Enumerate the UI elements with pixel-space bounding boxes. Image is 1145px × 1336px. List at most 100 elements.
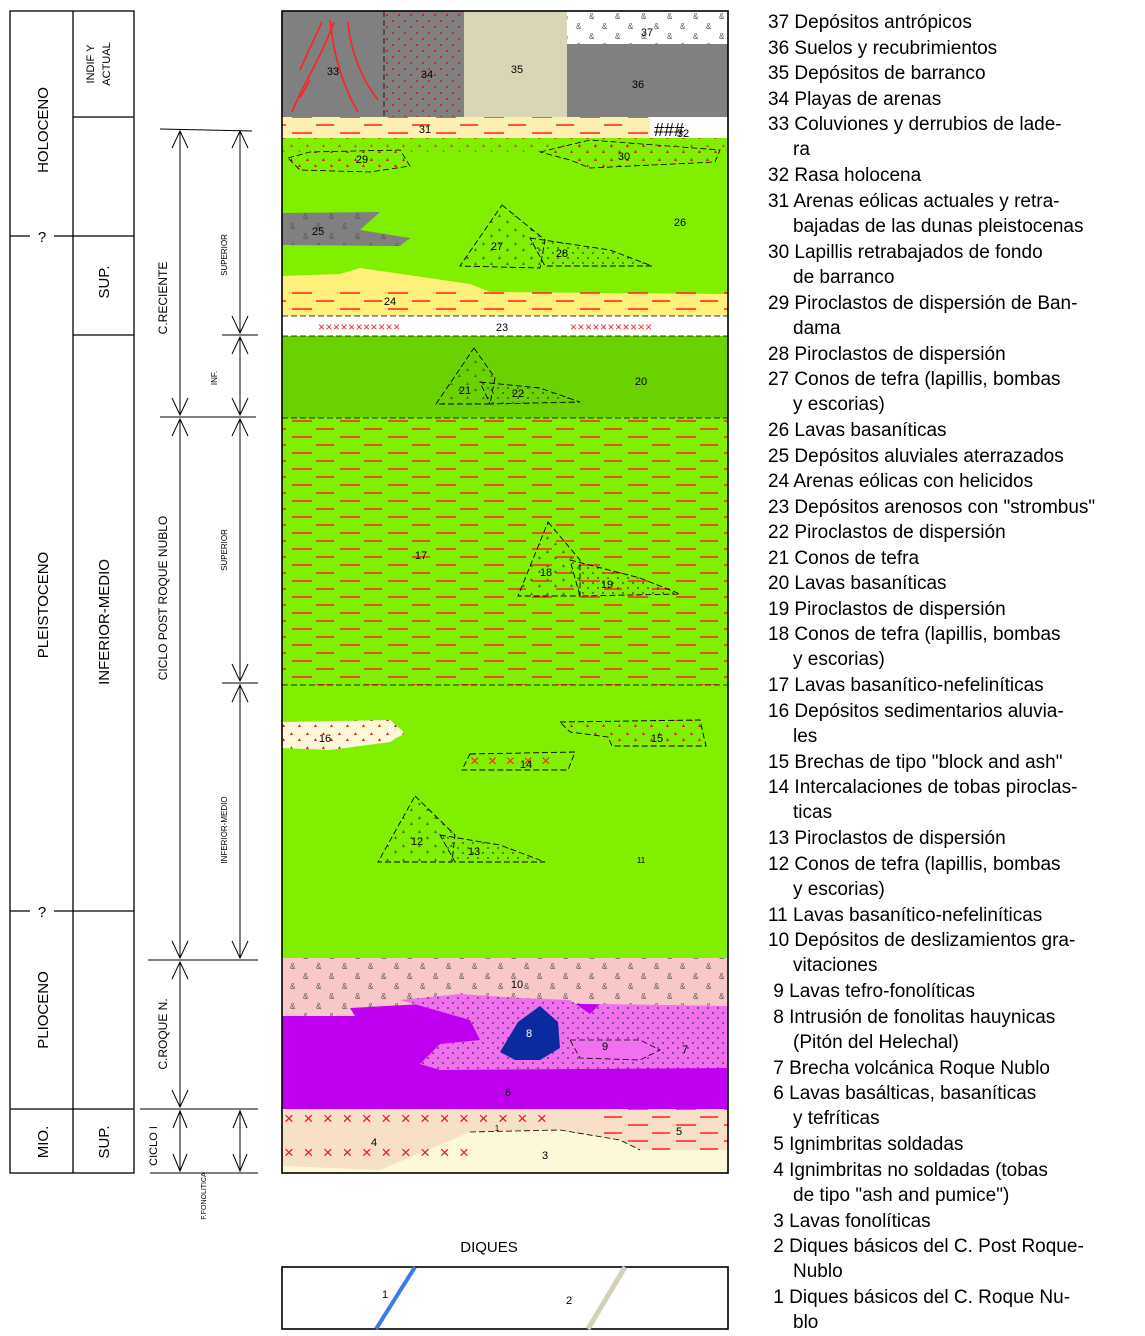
legend-item: 23 Depósitos arenosos con "strombus" — [768, 495, 1095, 520]
dikes-frame — [281, 1266, 729, 1330]
legend-item-text: 21 Conos de tefra — [768, 547, 920, 569]
legend-item: 7 Brecha volcánica Roque Nublo — [768, 1056, 1050, 1081]
epoch-plioceno: PLIOCENO — [35, 971, 52, 1049]
legend-item-text: 35 Depósitos de barranco — [768, 63, 986, 84]
legend-item: 20 Lavas basaníticas — [768, 571, 947, 596]
legend-item: 21 Conos de tefra — [768, 546, 919, 571]
legend-item-text: 24 Arenas eólicas con helicidos — [768, 471, 1034, 492]
legend-item-continuation: blo — [793, 1312, 819, 1333]
legend-item-continuation: y escorias) — [793, 878, 885, 900]
legend-item-text: 14 Intercalaciones de tobas piroclas- — [768, 777, 1078, 798]
legend-item-text: 22 Piroclastos de dispersión — [768, 522, 1006, 543]
legend-item: 24 Arenas eólicas con helicidos — [768, 469, 1033, 494]
legend-item-text: 9 Lavas tefro-fonolíticas — [768, 981, 975, 1002]
legend-item-continuation: y escorias) — [793, 649, 885, 670]
cycle-reciente: C.RECIENTE — [156, 262, 170, 335]
legend-item-text: 34 Playas de arenas — [768, 88, 942, 110]
subcycle-superior: SUPERIOR — [220, 234, 229, 276]
unit-label: 1 — [495, 1124, 500, 1133]
legend-item: 28 Piroclastos de dispersión — [768, 342, 1006, 367]
epoch-labels: HOLOCENO PLEISTOCENO PLIOCENO MIO. ? ? — [35, 87, 52, 1158]
subdiv-sup-mio: SUP. — [96, 1125, 113, 1158]
legend-item: 10 Depósitos de deslizamientos gra-vitac… — [768, 928, 1075, 978]
cycle-arrows — [140, 128, 258, 1174]
unit-label: 27 — [491, 241, 503, 253]
legend-item-continuation: de barranco — [793, 266, 895, 288]
legend-item-text: 4 Ignimbritas no soldadas (tobas — [768, 1159, 1048, 1181]
legend-item: 11 Lavas basanítico-nefeliníticas — [768, 903, 1042, 928]
strat-column — [9, 10, 135, 1174]
legend-item-continuation: vitaciones — [793, 955, 878, 976]
geologic-section: ### ××××××××××× ××××××××××× — [281, 10, 729, 1174]
legend-item-text: 25 Depósitos aluviales aterrazados — [768, 445, 1064, 467]
cycle-labels: C.RECIENTE CICLO POST ROQUE NUBLO C.ROQU… — [148, 234, 229, 1220]
legend-item: 32 Rasa holocena — [768, 163, 921, 188]
unit-label: 14 — [520, 759, 532, 771]
unit-label: 17 — [415, 550, 427, 562]
cycle-fonolitica: F.FONOLITICA — [201, 1172, 208, 1220]
legend-item-continuation: Nublo — [793, 1261, 843, 1282]
unit-8-intrusion — [500, 1006, 560, 1060]
subdivision-labels: INDIF Y ACTUAL SUP. INFERIOR-MEDIO SUP. — [85, 42, 113, 1158]
legend-item: 1 Diques básicos del C. Roque Nu-blo — [768, 1285, 1070, 1335]
unit-17-pattern — [282, 417, 728, 685]
unit-label: 6 — [505, 1087, 511, 1099]
legend-item-text: 6 Lavas basálticas, basaníticas — [768, 1083, 1037, 1104]
dike-1-line — [374, 1265, 417, 1331]
legend-item-text: 27 Conos de tefra (lapillis, bombas — [768, 369, 1061, 390]
unit-label: 37 — [641, 27, 653, 39]
legend-item-continuation: de tipo "ash and pumice") — [793, 1184, 1010, 1206]
unit-label: 24 — [384, 296, 396, 308]
legend-item: 33 Coluviones y derrubios de lade-ra — [768, 112, 1062, 162]
unit-label: 30 — [618, 151, 630, 163]
legend-item-text: 30 Lapillis retrabajados de fondo — [768, 241, 1043, 263]
unit-23-strombus — [282, 316, 728, 336]
unit-label: 16 — [319, 733, 331, 745]
legend-item-text: 23 Depósitos arenosos con "strombus" — [768, 496, 1096, 518]
unit-label: 25 — [312, 226, 324, 238]
legend-item-text: 37 Depósitos antrópicos — [768, 12, 972, 33]
legend-item: 5 Ignimbritas soldadas — [768, 1132, 963, 1157]
legend-item-text: 10 Depósitos de deslizamientos gra- — [768, 930, 1076, 951]
ignimbrite-x-marks: × × × × × × × × × × — [284, 1143, 471, 1162]
unit-label: 28 — [556, 248, 568, 260]
legend-item: 36 Suelos y recubrimientos — [768, 36, 997, 61]
unit-label: 26 — [674, 217, 686, 229]
ignimbrite-x-marks: × × × × × × × × × × × × × × — [284, 1109, 549, 1128]
legend-item: 6 Lavas basálticas, basaníticas y tefríti… — [768, 1081, 1036, 1131]
legend-item-continuation: y tefríticas — [793, 1108, 880, 1129]
legend-item-text: 3 Lavas fonolíticas — [768, 1210, 931, 1232]
dike-2-line — [585, 1265, 628, 1331]
legend-item-text: 16 Depósitos sedimentarios aluvia- — [768, 700, 1064, 722]
unit-labels: 37 36 35 34 33 31 32 30 29 26 25 27 28 2… — [312, 27, 689, 1162]
tobas-x-marks: × × × × × — [470, 753, 553, 770]
unit-label: 20 — [635, 376, 647, 388]
unit-label: 15 — [651, 733, 663, 745]
unit-label: 5 — [676, 1126, 682, 1138]
epoch-pleistoceno: PLEISTOCENO — [35, 552, 52, 658]
legend-item-text: 11 Lavas basanítico-nefeliníticas — [768, 904, 1043, 926]
legend-item-text: 33 Coluviones y derrubios de lade- — [768, 114, 1062, 135]
unit-label: 33 — [327, 66, 339, 78]
legend-item-continuation: ticas — [793, 802, 833, 823]
section-frame — [281, 10, 729, 1174]
dikes-panel: DIQUES 1 2 — [281, 1239, 729, 1331]
legend-item-text: 7 Brecha volcánica Roque Nublo — [768, 1057, 1051, 1079]
legend-item-text: 13 Piroclastos de dispersión — [768, 828, 1006, 849]
legend-item: 16 Depósitos sedimentarios aluvia-les — [768, 699, 1064, 749]
legend-item-text: 20 Lavas basaníticas — [768, 573, 947, 594]
unit-label: 12 — [411, 836, 423, 848]
legend-item: 2 Diques básicos del C. Post Roque-Nublo — [768, 1234, 1084, 1284]
unit-3-phonolitic — [282, 1130, 728, 1173]
unit-36-soils — [567, 44, 728, 117]
legend-item-continuation: dama — [793, 317, 841, 339]
subdiv-sup: SUP. — [96, 265, 113, 298]
legend-item: 30 Lapillis retrabajados de fondo de barr… — [768, 240, 1043, 290]
cycle-i: CICLO I — [148, 1126, 160, 1166]
subcycle-inferior-medio: INFERIOR-MEDIO — [220, 796, 229, 863]
legend-item-text: 19 Piroclastos de dispersión — [768, 598, 1006, 620]
unit-33-colluvium — [282, 11, 384, 117]
